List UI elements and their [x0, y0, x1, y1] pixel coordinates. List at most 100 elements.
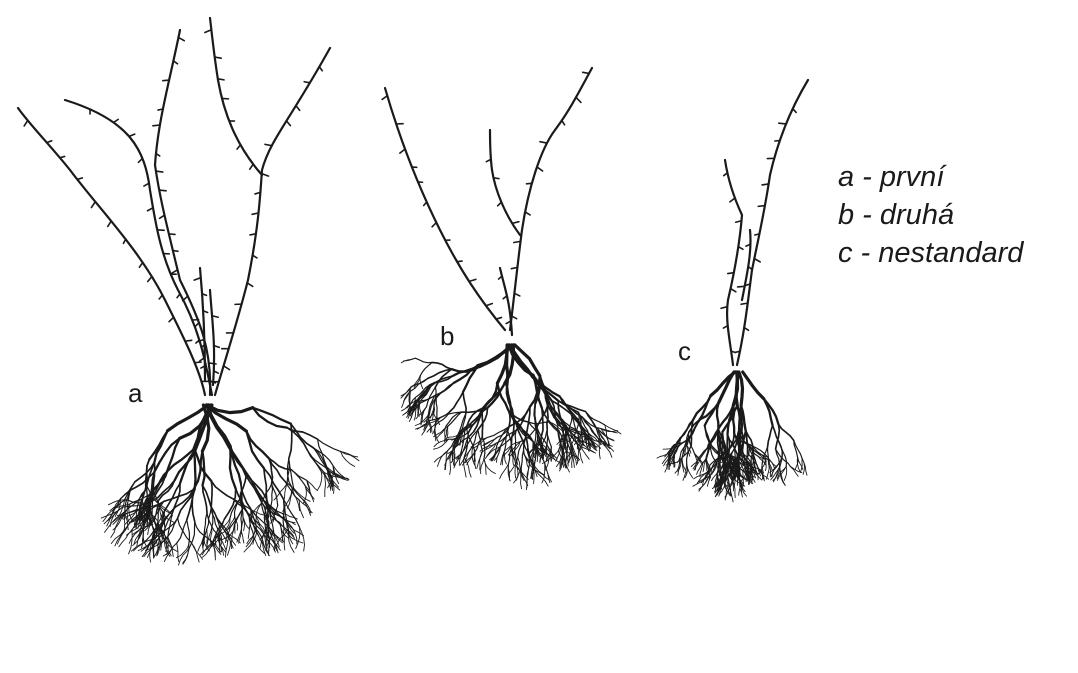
plant-c-roots — [657, 372, 807, 502]
plant-b-stems — [382, 68, 592, 335]
legend-item-b: b - druhá — [838, 196, 1023, 234]
plant-b-second-grade: b — [382, 68, 621, 490]
thorn — [498, 202, 502, 206]
root — [739, 372, 743, 406]
root — [436, 398, 437, 418]
thorn — [576, 97, 581, 102]
thorn — [512, 222, 519, 224]
thorn — [741, 303, 748, 304]
root — [778, 424, 794, 441]
root — [420, 363, 432, 376]
thorn — [147, 208, 152, 211]
root — [318, 439, 341, 451]
root — [500, 464, 509, 479]
root — [605, 425, 621, 434]
legend-item-a: a - první — [838, 158, 1023, 196]
thorn — [540, 142, 547, 143]
thorn — [177, 294, 180, 298]
root — [155, 431, 168, 462]
thorn — [224, 366, 230, 370]
plant-c-stems — [721, 80, 808, 365]
thorn — [194, 278, 201, 281]
thorn — [738, 286, 745, 287]
thorn — [158, 109, 163, 110]
thorn — [265, 144, 272, 145]
thorn — [60, 156, 65, 157]
thorn — [159, 295, 162, 299]
plant-c-label: c — [678, 336, 691, 366]
thorn — [432, 223, 436, 227]
thorn — [304, 82, 310, 83]
thorn — [730, 198, 735, 202]
thorn — [583, 72, 589, 73]
thorn — [24, 121, 28, 126]
thorn — [247, 283, 253, 286]
root — [211, 481, 233, 499]
root — [434, 451, 447, 462]
root — [511, 418, 514, 445]
thorn — [499, 276, 502, 279]
root — [177, 520, 187, 543]
root — [190, 521, 195, 547]
plant-b-roots — [401, 345, 621, 490]
root — [224, 489, 235, 520]
root — [341, 451, 360, 460]
plant-a-stems — [18, 18, 330, 395]
thorn — [47, 141, 52, 143]
root — [436, 383, 454, 398]
root — [111, 525, 128, 543]
thorn — [159, 190, 166, 191]
thorn — [793, 109, 796, 113]
root — [717, 402, 719, 429]
thorn — [172, 270, 178, 273]
root — [194, 449, 196, 490]
thorn — [237, 145, 240, 149]
thorn — [469, 279, 476, 281]
thorn — [157, 230, 164, 231]
plant-a-label: a — [128, 378, 143, 408]
thorn — [163, 80, 169, 81]
plant-a-first-grade: a — [18, 18, 359, 565]
thorn — [728, 273, 734, 274]
root — [533, 464, 534, 484]
thorn — [91, 202, 95, 208]
root — [318, 471, 322, 490]
thorn — [562, 120, 565, 124]
thorn — [526, 183, 531, 184]
thorn — [486, 304, 492, 306]
root — [154, 438, 180, 472]
thorn — [185, 340, 192, 341]
root — [152, 491, 153, 516]
thorn — [108, 221, 111, 226]
root — [794, 441, 802, 459]
thorn — [319, 67, 322, 71]
root — [482, 383, 497, 412]
root — [454, 451, 463, 468]
thorn — [779, 123, 786, 124]
thorn — [139, 263, 142, 268]
thorn — [153, 125, 160, 126]
plant-c-nonstandard: c — [657, 80, 808, 502]
root — [271, 484, 273, 506]
thorn — [123, 239, 125, 243]
thorn — [160, 215, 165, 218]
thorn — [215, 57, 222, 58]
thorn — [169, 234, 175, 235]
root — [191, 543, 199, 562]
root — [505, 431, 507, 449]
root — [768, 426, 773, 447]
root — [432, 363, 452, 370]
thorn — [496, 317, 501, 319]
thorn — [382, 96, 387, 100]
root — [768, 447, 769, 465]
thorn — [129, 134, 135, 136]
thorn — [762, 184, 769, 185]
thorn — [731, 289, 736, 292]
root — [284, 528, 285, 550]
thorn — [114, 119, 119, 122]
root — [743, 372, 764, 399]
thorn — [735, 351, 740, 352]
legend: a - první b - druhá c - nestandard — [838, 158, 1023, 272]
legend-item-c: c - nestandard — [838, 234, 1023, 272]
thorn — [169, 317, 174, 321]
